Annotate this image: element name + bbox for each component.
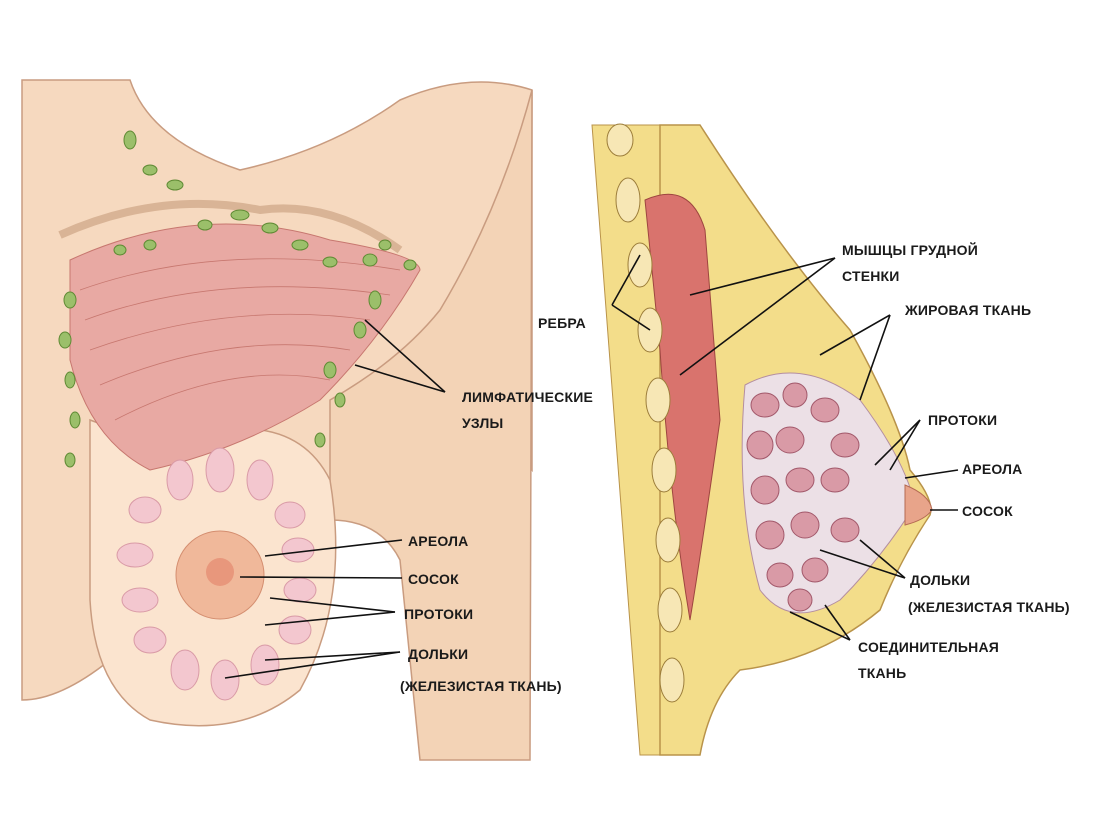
sagittal-view (591, 123, 959, 756)
leader-lines-right (611, 254, 959, 641)
label-lymph-nodes-line1: ЛИМФАТИЧЕСКИЕ (462, 389, 594, 405)
label-ribs: РЕБРА (538, 315, 586, 331)
label-connective-line1: СОЕДИНИТЕЛЬНАЯ (858, 639, 1000, 655)
label-ducts-left: ПРОТОКИ (404, 606, 474, 622)
clavicle (58, 199, 403, 254)
ribs (606, 123, 685, 703)
label-areola-right: АРЕОЛА (962, 461, 1023, 477)
arm-skin (329, 89, 533, 761)
label-ducts-right: ПРОТОКИ (928, 412, 998, 428)
lobules-section (746, 382, 860, 612)
label-fat: ЖИРОВАЯ ТКАНЬ (905, 302, 1032, 318)
label-nipple-left: СОСОК (408, 571, 459, 587)
label-muscles-line2: СТЕНКИ (842, 268, 900, 284)
nipple-front (206, 558, 234, 586)
leader-lines-left (224, 319, 446, 679)
label-lobules-left: ДОЛЬКИ (408, 646, 469, 662)
label-areola-left: АРЕОЛА (408, 533, 469, 549)
label-lobules-note-right: (ЖЕЛЕЗИСТАЯ ТКАНЬ) (908, 599, 1070, 615)
label-muscles-line1: МЫШЦЫ ГРУДНОЙ (842, 242, 978, 258)
muscle-fibers (79, 258, 401, 421)
frontal-view (21, 79, 533, 761)
lymph-nodes (58, 130, 417, 468)
label-nipple-right: СОСОК (962, 503, 1013, 519)
label-lymph-nodes-line2: УЗЛЫ (462, 415, 504, 431)
label-connective-line2: ТКАНЬ (858, 665, 907, 681)
label-lobules-right: ДОЛЬКИ (910, 572, 971, 588)
label-lobules-note-left: (ЖЕЛЕЗИСТАЯ ТКАНЬ) (400, 678, 562, 694)
